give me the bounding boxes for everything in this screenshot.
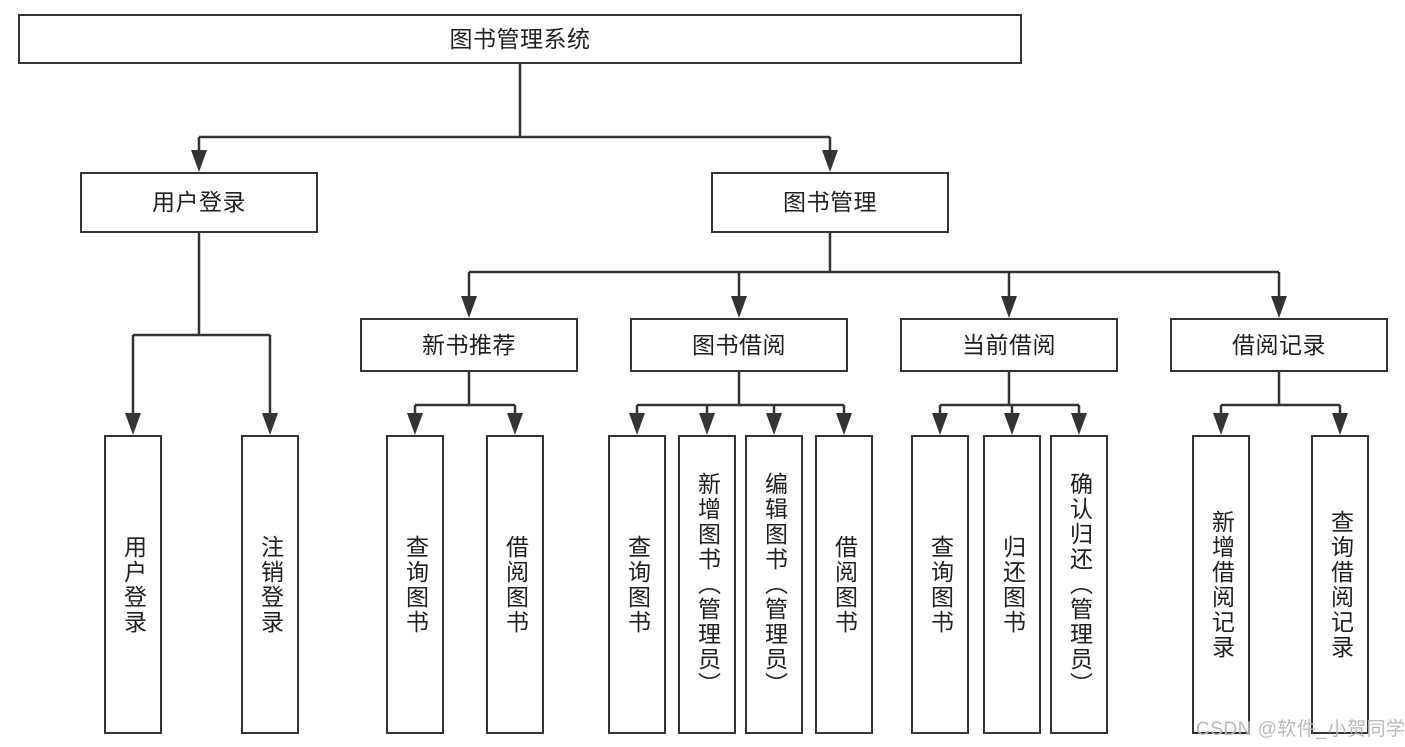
node-leaf-query-book-1[interactable]: 查询图书 <box>386 435 444 734</box>
node-record[interactable]: 借阅记录 <box>1170 318 1388 372</box>
arrowhead-icon <box>731 296 747 318</box>
arrowhead-icon <box>1004 413 1020 435</box>
node-label: 确认归还（管理员） <box>1066 472 1093 697</box>
node-login[interactable]: 用户登录 <box>80 172 318 233</box>
arrowhead-icon <box>932 413 948 435</box>
node-leaf-edit-book[interactable]: 编辑图书（管理员） <box>745 435 803 734</box>
arrowhead-icon <box>191 150 207 172</box>
node-label: 查询图书 <box>624 534 651 635</box>
node-leaf-user-login[interactable]: 用户登录 <box>104 435 162 734</box>
node-leaf-logout[interactable]: 注销登录 <box>241 435 299 734</box>
arrowhead-icon <box>836 413 852 435</box>
node-root[interactable]: 图书管理系统 <box>18 14 1022 64</box>
node-label: 查询借阅记录 <box>1327 509 1354 660</box>
arrowhead-icon <box>766 413 782 435</box>
node-borrow[interactable]: 图书借阅 <box>630 318 848 372</box>
node-label: 查询图书 <box>402 534 429 635</box>
node-label: 编辑图书（管理员） <box>761 472 788 697</box>
arrowhead-icon <box>1001 296 1017 318</box>
node-label: 借阅图书 <box>502 534 529 635</box>
arrowhead-icon <box>699 413 715 435</box>
node-leaf-borrow-book-2[interactable]: 借阅图书 <box>815 435 873 734</box>
node-label: 图书管理系统 <box>449 25 591 52</box>
node-label: 用户登录 <box>120 534 147 635</box>
arrowhead-icon <box>822 150 838 172</box>
arrowhead-icon <box>407 413 423 435</box>
node-label: 新增图书（管理员） <box>694 472 721 697</box>
node-leaf-add-record[interactable]: 新增借阅记录 <box>1192 435 1250 734</box>
node-leaf-query-book-3[interactable]: 查询图书 <box>911 435 969 734</box>
arrowhead-icon <box>262 413 278 435</box>
arrowhead-icon <box>1332 413 1348 435</box>
arrowhead-icon <box>461 296 477 318</box>
node-label: 用户登录 <box>152 189 246 216</box>
node-label: 图书借阅 <box>692 331 786 358</box>
node-leaf-add-book[interactable]: 新增图书（管理员） <box>678 435 736 734</box>
node-leaf-return-book[interactable]: 归还图书 <box>983 435 1041 734</box>
node-label: 借阅记录 <box>1232 331 1326 358</box>
node-newbook[interactable]: 新书推荐 <box>360 318 578 372</box>
arrowhead-icon <box>629 413 645 435</box>
node-label: 图书管理 <box>783 189 877 216</box>
node-label: 查询图书 <box>927 534 954 635</box>
node-label: 归还图书 <box>999 534 1026 635</box>
node-bookmgmt[interactable]: 图书管理 <box>711 172 949 233</box>
node-current[interactable]: 当前借阅 <box>900 318 1118 372</box>
arrowhead-icon <box>1213 413 1229 435</box>
node-leaf-borrow-book-1[interactable]: 借阅图书 <box>486 435 544 734</box>
arrowhead-icon <box>1071 413 1087 435</box>
node-label: 当前借阅 <box>962 331 1056 358</box>
node-label: 新增借阅记录 <box>1208 509 1235 660</box>
node-label: 注销登录 <box>257 534 284 635</box>
node-leaf-confirm-return[interactable]: 确认归还（管理员） <box>1050 435 1108 734</box>
node-leaf-query-book-2[interactable]: 查询图书 <box>608 435 666 734</box>
arrowhead-icon <box>1271 296 1287 318</box>
node-label: 新书推荐 <box>422 331 516 358</box>
node-label: 借阅图书 <box>831 534 858 635</box>
node-leaf-query-record[interactable]: 查询借阅记录 <box>1311 435 1369 734</box>
arrowhead-icon <box>507 413 523 435</box>
arrowhead-icon <box>125 413 141 435</box>
